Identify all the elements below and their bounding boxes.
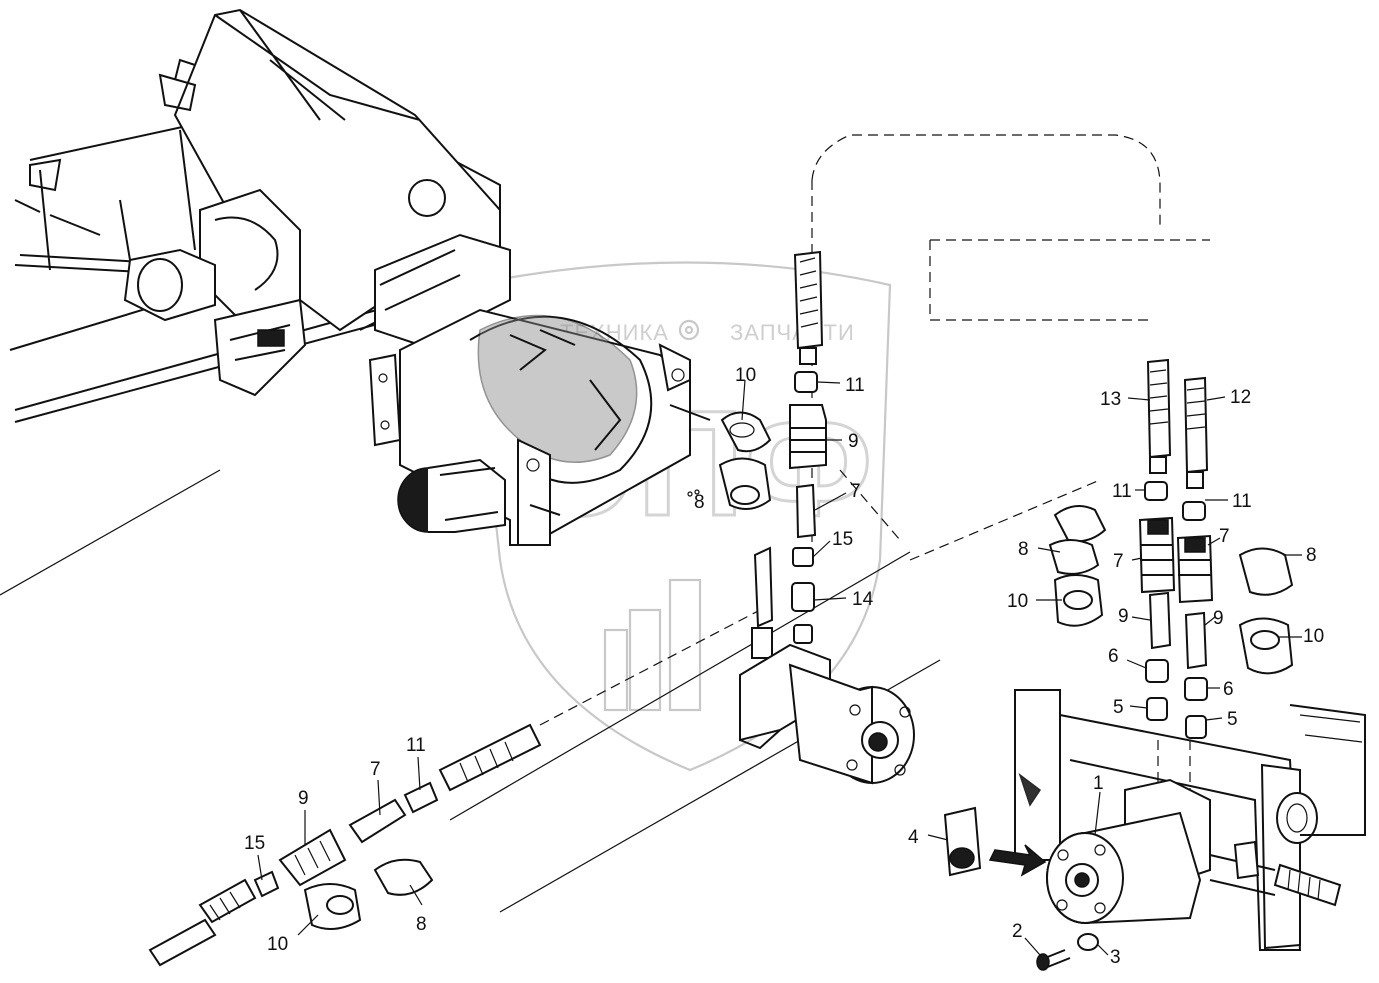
callout-5: 5	[1113, 697, 1124, 718]
machine-frame	[9, 8, 501, 423]
callout-11: 11	[845, 375, 865, 396]
frame-hole	[408, 179, 446, 217]
right-hose-assembly	[943, 358, 1366, 971]
callout-14: 14	[852, 589, 874, 610]
callout-5: 5	[1227, 709, 1238, 730]
callout-13: 13	[1100, 389, 1121, 410]
nipple	[794, 371, 818, 393]
callout-12: 12	[1230, 387, 1251, 408]
frame-outline-dashed	[811, 134, 1210, 561]
callout-1: 1	[1093, 773, 1104, 794]
callout-11: 11	[1112, 481, 1132, 502]
coupling	[789, 404, 827, 470]
callout-10: 10	[1303, 626, 1324, 647]
hose	[1183, 376, 1209, 474]
callout-8: 8	[694, 492, 705, 513]
callout-9: 9	[848, 431, 859, 452]
hydraulic-motor-center	[739, 643, 915, 785]
callout-9: 9	[1118, 606, 1129, 627]
callout-15: 15	[832, 529, 853, 550]
wheat-emblem	[603, 578, 702, 712]
callout-labels: 10 11 9 8 7 15 14 13 12 11 11 8 7 7 8 10…	[244, 365, 1324, 968]
callout-9: 9	[298, 788, 309, 809]
callout-6: 6	[1108, 646, 1119, 667]
callout-6: 6	[1223, 679, 1234, 700]
watermark-right-word: ЗАПЧАСТИ	[730, 320, 855, 345]
callout-11: 11	[406, 735, 426, 756]
rotor-housing	[368, 233, 711, 546]
callout-7: 7	[1219, 526, 1230, 547]
dust-cap	[720, 411, 772, 453]
gear-icon	[678, 319, 700, 341]
callout-4: 4	[908, 827, 919, 848]
hose	[793, 250, 824, 350]
callout-8: 8	[1306, 545, 1317, 566]
sleeve	[795, 483, 817, 539]
callout-3: 3	[1110, 947, 1121, 968]
callout-7: 7	[1113, 551, 1124, 572]
callout-10: 10	[735, 365, 756, 386]
callout-10: 10	[267, 934, 288, 955]
callout-11: 11	[1232, 491, 1252, 512]
callout-10: 10	[1007, 591, 1028, 612]
callout-8: 8	[1018, 539, 1029, 560]
bottom-hose-assembly	[148, 723, 542, 967]
callout-7: 7	[850, 481, 861, 502]
hose	[1146, 358, 1172, 459]
callout-7: 7	[370, 759, 381, 780]
watermark-shield-outline	[468, 261, 892, 772]
leader-lines	[257, 379, 1302, 956]
callout-9: 9	[1213, 608, 1224, 629]
callout-15: 15	[244, 833, 265, 854]
callout-8: 8	[416, 914, 427, 935]
top-hose-assembly	[687, 250, 827, 659]
callout-2: 2	[1012, 921, 1023, 942]
